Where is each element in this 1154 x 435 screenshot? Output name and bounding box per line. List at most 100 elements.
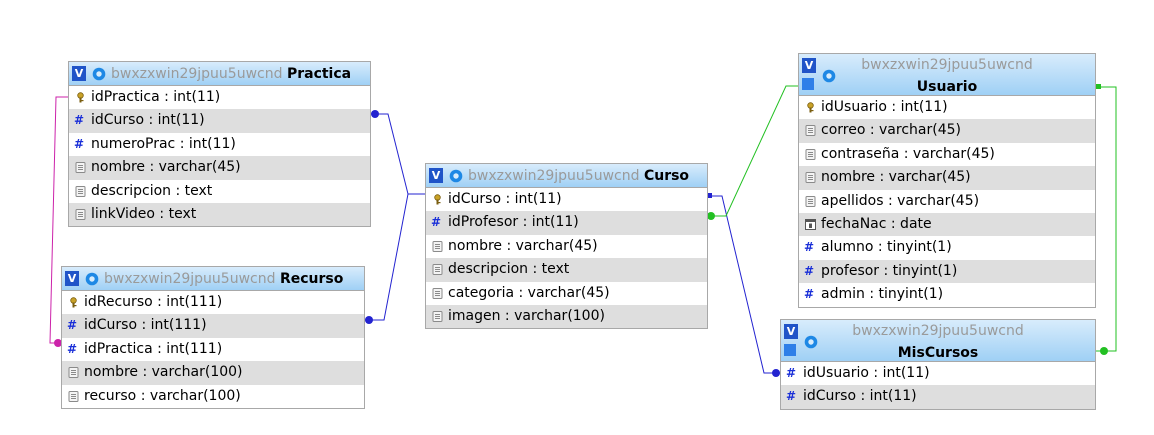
column-row[interactable]: descripcion : text bbox=[426, 258, 707, 282]
text-icon bbox=[75, 185, 86, 197]
text-icon bbox=[805, 195, 816, 207]
text-icon bbox=[75, 208, 86, 220]
relation-endpoint bbox=[365, 316, 373, 324]
column-label: nombre : varchar(45) bbox=[448, 237, 598, 254]
text-icon bbox=[75, 162, 86, 174]
toggle-button[interactable]: V bbox=[784, 324, 798, 339]
column-row[interactable]: nombre : varchar(45) bbox=[426, 235, 707, 258]
relation-endpoint bbox=[371, 110, 379, 118]
relation-miscursos-usuario bbox=[1095, 86, 1117, 352]
table-title: bwxzxwin29jpuu5uwcnd MisCursos bbox=[781, 322, 1095, 361]
column-row[interactable]: #numeroPrac : int(11) bbox=[69, 133, 370, 156]
column-row[interactable]: linkVideo : text bbox=[69, 202, 370, 227]
column-label: alumno : tinyint(1) bbox=[821, 239, 952, 256]
column-row[interactable]: #profesor : tinyint(1) bbox=[799, 259, 1095, 284]
column-row[interactable]: nombre : varchar(45) bbox=[69, 156, 370, 180]
column-row[interactable]: categoria : varchar(45) bbox=[426, 282, 707, 305]
column-row[interactable]: idCurso : int(11) bbox=[426, 188, 707, 211]
column-row[interactable]: #idProfesor : int(11) bbox=[426, 211, 707, 235]
column-row[interactable]: #idCurso : int(11) bbox=[781, 385, 1095, 409]
gear-icon[interactable] bbox=[447, 167, 465, 185]
column-label: idCurso : int(111) bbox=[84, 317, 207, 334]
column-label: recurso : varchar(100) bbox=[84, 387, 241, 404]
column-row[interactable]: contraseña : varchar(45) bbox=[799, 143, 1095, 166]
column-row[interactable]: idPractica : int(11) bbox=[69, 86, 370, 109]
relation-endpoint bbox=[1096, 84, 1101, 89]
relation-practica-curso bbox=[370, 113, 426, 195]
column-label: idCurso : int(11) bbox=[91, 112, 205, 129]
toggle-button[interactable]: V bbox=[802, 58, 816, 73]
column-row[interactable]: # idCurso : int(111) bbox=[62, 314, 364, 338]
column-row[interactable]: fechaNac : date bbox=[799, 212, 1095, 237]
key-icon bbox=[807, 102, 814, 113]
text-icon bbox=[805, 172, 816, 184]
column-row[interactable]: correo : varchar(45) bbox=[799, 119, 1095, 143]
gear-icon[interactable] bbox=[802, 333, 820, 351]
column-label: idUsuario : int(11) bbox=[803, 365, 930, 381]
table-practica[interactable]: V bwxzxwin29jpuu5uwcnd Practica idPracti… bbox=[68, 61, 371, 228]
expand-icon[interactable] bbox=[802, 78, 814, 90]
gear-icon[interactable] bbox=[820, 67, 838, 85]
gear-icon[interactable] bbox=[90, 65, 108, 83]
table-name: Practica bbox=[286, 66, 352, 82]
db-name: bwxzxwin29jpuu5uwcnd bbox=[111, 66, 283, 82]
column-label: idPractica : int(111) bbox=[84, 340, 223, 357]
table-usuario[interactable]: V bwxzxwin29jpuu5uwcnd Usuario idUsuario… bbox=[798, 53, 1096, 308]
table-title: bwxzxwin29jpuu5uwcnd Recurso bbox=[104, 270, 343, 288]
table-name: Usuario bbox=[916, 79, 978, 95]
column-label: idPractica : int(11) bbox=[91, 89, 221, 105]
column-row[interactable]: # alumno : tinyint(1) bbox=[799, 236, 1095, 259]
text-icon bbox=[805, 125, 816, 137]
column-row[interactable]: apellidos : varchar(45) bbox=[799, 190, 1095, 213]
toggle-button[interactable]: V bbox=[72, 66, 86, 81]
column-row[interactable]: #idPractica : int(111) bbox=[62, 338, 364, 361]
text-icon bbox=[432, 264, 443, 276]
table-header[interactable]: V bwxzxwin29jpuu5uwcnd Recurso bbox=[62, 267, 364, 291]
table-header[interactable]: V bwxzxwin29jpuu5uwcnd Practica bbox=[69, 62, 370, 86]
column-row[interactable]: imagen : varchar(100) bbox=[426, 304, 707, 329]
hash-icon: # bbox=[786, 366, 797, 380]
table-title: bwxzxwin29jpuu5uwcnd Curso bbox=[468, 167, 689, 185]
table-miscursos[interactable]: V bwxzxwin29jpuu5uwcnd MisCursos # idUsua… bbox=[780, 319, 1096, 410]
db-name: bwxzxwin29jpuu5uwcnd bbox=[104, 271, 276, 287]
table-recurso[interactable]: V bwxzxwin29jpuu5uwcnd Recurso idRecurso… bbox=[61, 266, 365, 409]
column-row[interactable]: # idUsuario : int(11) bbox=[781, 362, 1095, 385]
toggle-button[interactable]: V bbox=[429, 168, 443, 183]
column-row[interactable]: idUsuario : int(11) bbox=[799, 96, 1095, 119]
table-name: Recurso bbox=[279, 271, 344, 287]
column-row[interactable]: # idCurso : int(11) bbox=[69, 109, 370, 133]
text-icon bbox=[432, 310, 443, 322]
column-row[interactable]: recurso : varchar(100) bbox=[62, 385, 364, 408]
expand-icon[interactable] bbox=[784, 344, 796, 356]
text-icon bbox=[805, 148, 816, 160]
table-curso[interactable]: V bwxzxwin29jpuu5uwcnd Curso idCurso : i… bbox=[425, 163, 708, 330]
hash-icon: # bbox=[74, 113, 85, 128]
column-list: idPractica : int(11) # idCurso : int(11) #n… bbox=[69, 86, 370, 227]
column-label: profesor : tinyint(1) bbox=[821, 262, 958, 279]
column-label: admin : tinyint(1) bbox=[821, 286, 944, 303]
db-name: bwxzxwin29jpuu5uwcnd bbox=[468, 168, 640, 184]
hash-icon: # bbox=[67, 318, 78, 333]
column-label: linkVideo : text bbox=[91, 205, 197, 222]
toggle-button[interactable]: V bbox=[65, 271, 79, 286]
column-label: nombre : varchar(100) bbox=[84, 364, 243, 381]
column-list: idUsuario : int(11) correo : varchar(45) c… bbox=[799, 96, 1095, 307]
text-icon bbox=[68, 390, 79, 402]
table-header[interactable]: V bwxzxwin29jpuu5uwcnd Curso bbox=[426, 164, 707, 188]
hash-icon: # bbox=[804, 240, 815, 255]
db-name: bwxzxwin29jpuu5uwcnd bbox=[852, 323, 1024, 339]
table-header[interactable]: V bwxzxwin29jpuu5uwcnd Usuario bbox=[799, 54, 1095, 96]
gear-icon[interactable] bbox=[83, 270, 101, 288]
hash-icon: # bbox=[804, 287, 815, 302]
table-name: MisCursos bbox=[897, 345, 979, 361]
column-row[interactable]: nombre : varchar(100) bbox=[62, 361, 364, 385]
text-icon bbox=[68, 367, 79, 379]
column-row[interactable]: # admin : tinyint(1) bbox=[799, 283, 1095, 306]
column-list: idCurso : int(11)#idProfesor : int(11) no… bbox=[426, 188, 707, 329]
table-header[interactable]: V bwxzxwin29jpuu5uwcnd MisCursos bbox=[781, 320, 1095, 362]
column-label: idProfesor : int(11) bbox=[448, 214, 579, 231]
column-row[interactable]: nombre : varchar(45) bbox=[799, 166, 1095, 190]
column-row[interactable]: idRecurso : int(111) bbox=[62, 291, 364, 314]
column-row[interactable]: descripcion : text bbox=[69, 180, 370, 203]
column-label: correo : varchar(45) bbox=[821, 122, 961, 139]
